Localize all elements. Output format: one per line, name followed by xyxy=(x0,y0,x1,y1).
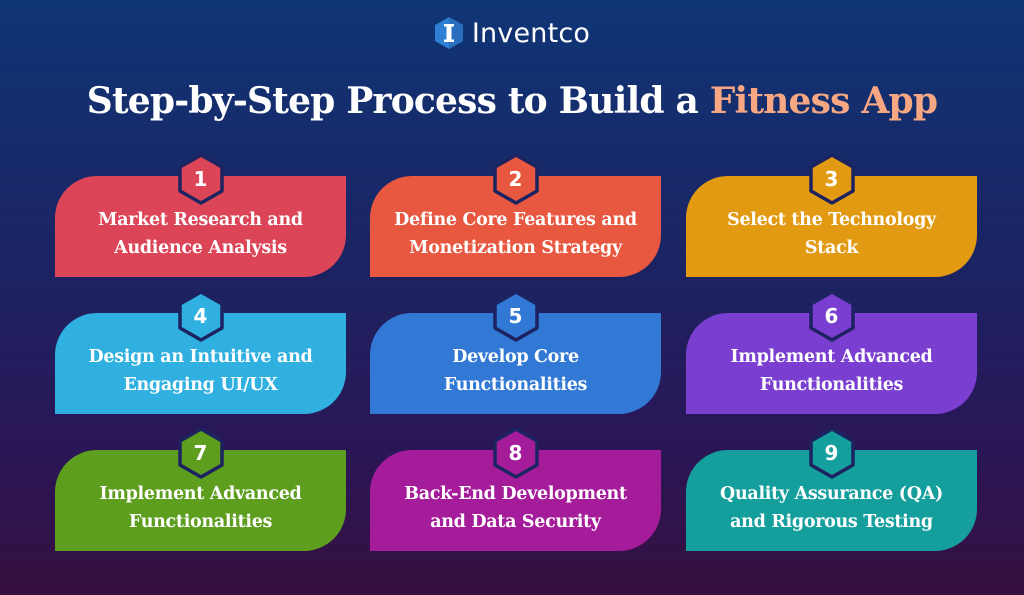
hexagon-badge-icon xyxy=(177,428,224,479)
hexagon-badge-icon xyxy=(177,154,224,205)
step-number-badge: 5 xyxy=(492,291,539,343)
step-number-badge: 7 xyxy=(177,428,224,480)
step-number: 5 xyxy=(508,304,523,328)
step-number-badge: 9 xyxy=(808,428,855,480)
hexagon-badge-icon xyxy=(492,154,539,205)
step-label: Back-End Development and Data Security xyxy=(404,483,627,532)
step-number: 4 xyxy=(193,304,208,328)
step-number-badge: 1 xyxy=(177,154,224,206)
step-number-badge: 6 xyxy=(808,291,855,343)
step-label: Develop Core Functionalities xyxy=(443,346,588,395)
title-prefix: Step-by-Step Process to Build a xyxy=(86,80,710,122)
step-label: Implement Advanced Functionalities xyxy=(730,346,933,395)
step-number-badge: 3 xyxy=(808,154,855,206)
step-number: 9 xyxy=(824,441,839,465)
step-label: Market Research and Audience Analysis xyxy=(98,209,303,258)
step-number-badge: 2 xyxy=(492,154,539,206)
step-number-badge: 8 xyxy=(492,428,539,480)
brand-name: Inventco xyxy=(471,17,591,49)
step-number: 7 xyxy=(193,441,208,465)
hexagon-logo-icon xyxy=(434,17,463,49)
step-label: Design an Intuitive and Engaging UI/UX xyxy=(88,346,313,395)
page-title: Step-by-Step Process to Build a Fitness … xyxy=(0,80,1024,122)
brand-logo: Inventco xyxy=(0,16,1024,50)
step-number: 3 xyxy=(824,167,839,191)
hexagon-badge-icon xyxy=(492,428,539,479)
title-highlight: Fitness App xyxy=(709,80,938,122)
step-number-badge: 4 xyxy=(177,291,224,343)
step-number: 6 xyxy=(824,304,839,328)
hexagon-badge-icon xyxy=(808,291,855,342)
step-label: Implement Advanced Functionalities xyxy=(99,483,302,532)
hexagon-badge-icon xyxy=(808,154,855,205)
step-number: 2 xyxy=(508,167,523,191)
step-number: 8 xyxy=(508,441,523,465)
hexagon-badge-icon xyxy=(492,291,539,342)
step-label: Define Core Features and Monetization St… xyxy=(394,209,637,258)
hexagon-badge-icon xyxy=(808,428,855,479)
hexagon-badge-icon xyxy=(177,291,224,342)
step-label: Select the Technology Stack xyxy=(727,209,936,258)
step-label: Quality Assurance (QA) and Rigorous Test… xyxy=(720,483,943,532)
step-number: 1 xyxy=(193,167,208,191)
